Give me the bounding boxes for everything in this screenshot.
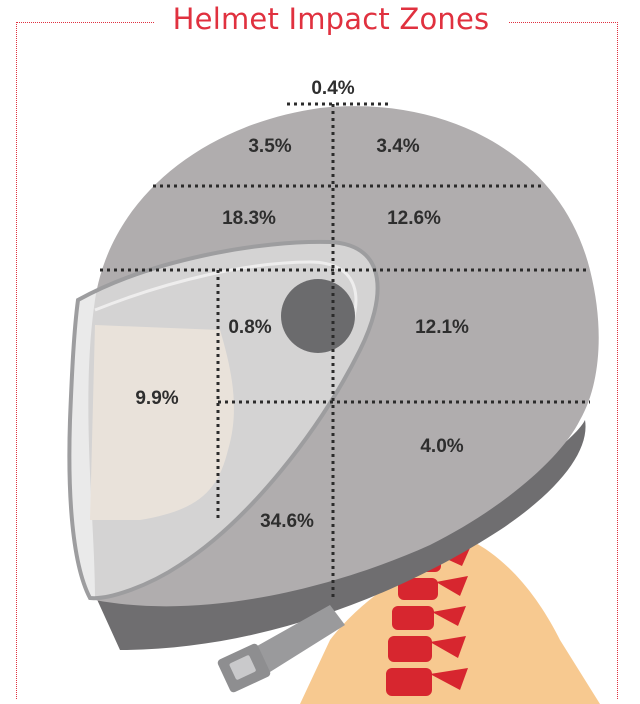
zone-label-top-front: 3.4% (376, 136, 419, 157)
zone-label-face: 9.9% (135, 388, 178, 409)
zone-lines (100, 102, 590, 598)
diagram-title: Helmet Impact Zones (172, 2, 490, 36)
zone-label-side-rear: 12.1% (415, 317, 469, 338)
visor-inner-edge (94, 260, 358, 341)
zone-label-upper-front: 12.6% (387, 208, 441, 229)
helmet-lower-band (95, 420, 586, 650)
title-backdrop (154, 0, 508, 40)
neck (300, 540, 600, 704)
zone-label-upper-rear: 18.3% (222, 208, 276, 229)
zone-label-visor-upper: 0.8% (228, 317, 271, 338)
chin-strap (217, 605, 345, 693)
zone-label-crown: 0.4% (311, 78, 354, 99)
zone-label-chin-bar: 34.6% (260, 511, 314, 532)
zone-label-top-rear: 3.5% (248, 136, 291, 157)
ear-vent (281, 279, 355, 353)
zone-label-lower-rear: 4.0% (420, 436, 463, 457)
